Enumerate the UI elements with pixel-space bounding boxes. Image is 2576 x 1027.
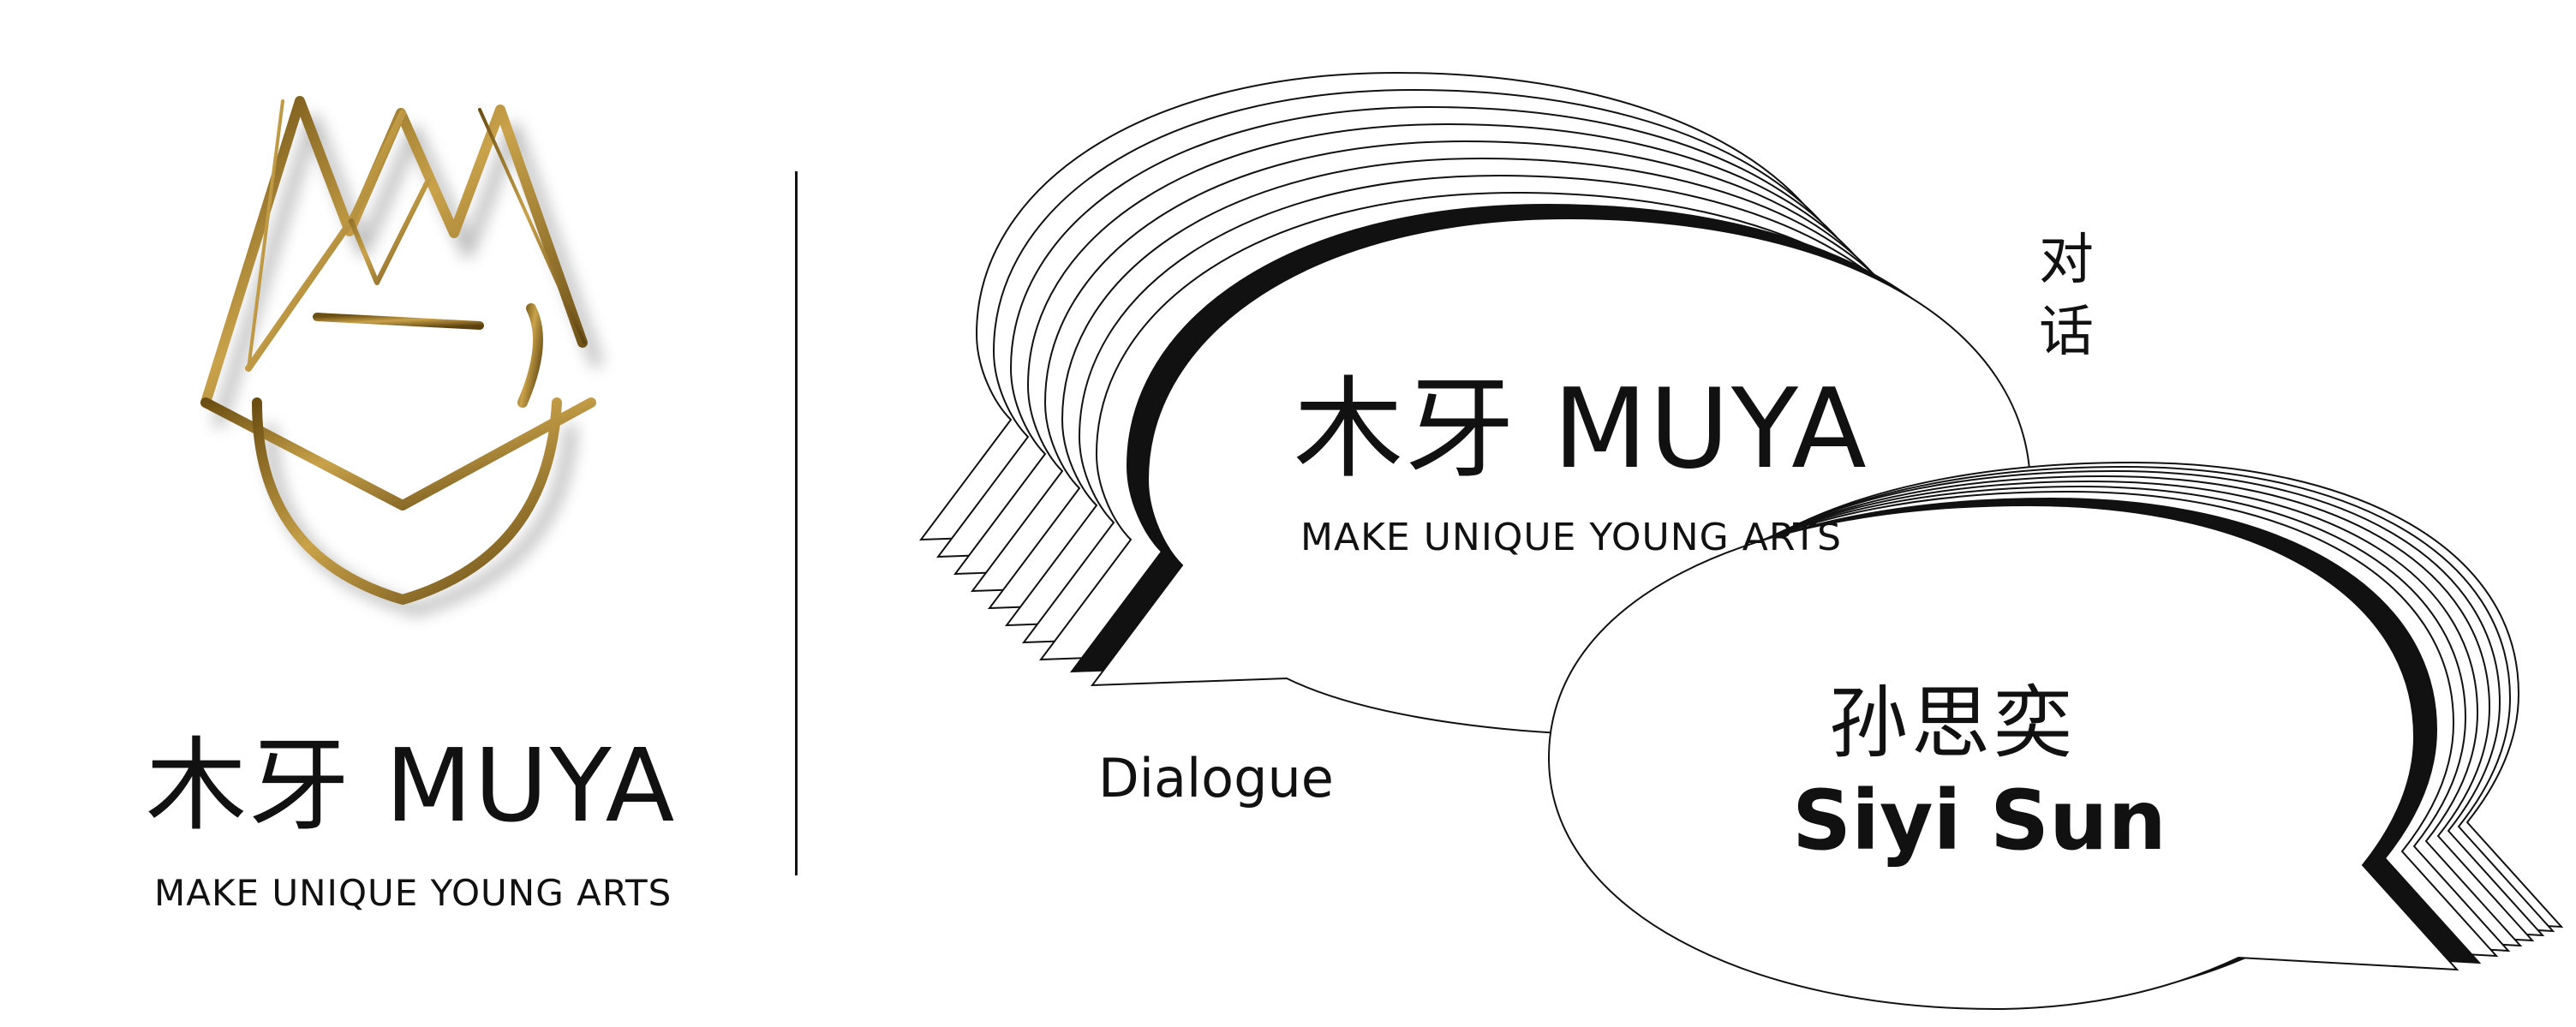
logo-title: 木牙 MUYA xyxy=(146,726,677,845)
bubble-primary-tagline: MAKE UNIQUE YOUNG ARTS xyxy=(1300,516,1843,559)
vertical-divider xyxy=(795,171,798,875)
muya-crown-logo-icon xyxy=(200,96,602,707)
speech-bubble-secondary xyxy=(1547,461,2564,1011)
bubble-primary-title: 木牙 MUYA xyxy=(1294,366,1868,493)
dialogue-label-cn: 对话 xyxy=(2039,229,2094,364)
bubble-secondary-name-en: Siyi Sun xyxy=(1792,773,2167,869)
bubble-secondary-name-cn: 孙思奕 xyxy=(1829,678,2077,769)
logo-tagline: MAKE UNIQUE YOUNG ARTS xyxy=(154,872,672,914)
dialogue-label-en: Dialogue xyxy=(1098,747,1334,809)
speech-bubble-primary xyxy=(918,71,2032,737)
